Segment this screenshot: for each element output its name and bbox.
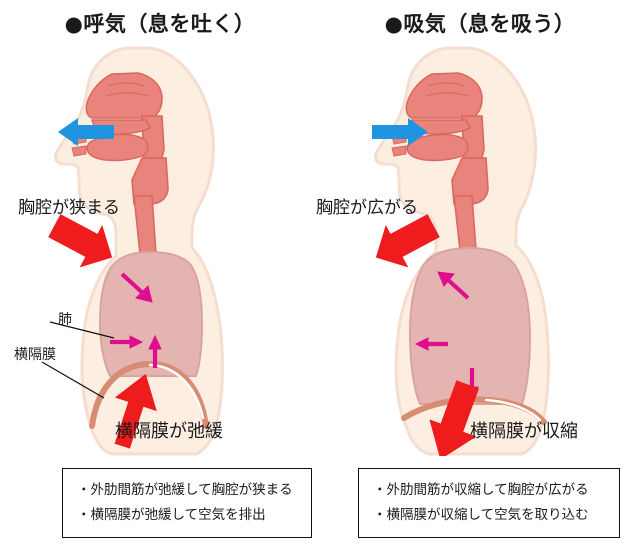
red-arrow-diaphragm-exhale [107, 373, 157, 449]
panel-exhale-title: ●呼気（息を吐く） [64, 12, 256, 36]
tongue-exhale [86, 133, 149, 162]
panel-exhale: ●呼気（息を吐く） [14, 12, 256, 456]
label-chest-narrows: 胸腔が狭まる [18, 198, 120, 218]
blue-arrow-right-inhale [372, 118, 428, 146]
nasal-concha-exhale [105, 82, 149, 97]
red-arrow-diaphragm-inhale [429, 380, 479, 456]
caption-exhale-line-1: ・外肋間筋が弛緩して胸腔が狭まる [77, 482, 293, 498]
diaphragm-highlight-inhale [484, 398, 542, 422]
caption-inhale-line-2: ・横隔膜が収縮して空気を取り込む [373, 506, 589, 523]
tongue-inhale [406, 133, 469, 162]
label-lung: 肺 [58, 312, 72, 328]
inhale-anatomy-figure [374, 46, 550, 456]
red-arrow-chest-inhale [375, 214, 440, 268]
label-diaphragm-contracts: 横隔膜が収縮 [470, 421, 578, 442]
magenta-arrow-right-exhale [110, 335, 144, 349]
panel-inhale-title: ●吸気（息を吸う） [384, 12, 576, 36]
caption-box-inhale: ・外肋間筋が収縮して胸腔が広がる ・横隔膜が収縮して空気を取り込む [358, 468, 620, 538]
diaphragm-highlight-exhale [148, 363, 205, 420]
magenta-arrow-up-exhale [148, 334, 162, 368]
nasal-concha-inhale [425, 82, 469, 97]
magenta-arrow-diagonal-exhale [120, 272, 153, 303]
caption-exhale-line-2: ・横隔膜が弛緩して空気を排出 [77, 506, 266, 523]
label-diaphragm: 横隔膜 [14, 347, 56, 363]
label-chest-expands: 胸腔が広がる [316, 198, 418, 218]
panel-inhale: ●吸気（息を吸う） [320, 0, 640, 550]
exhale-anatomy-figure [41, 46, 224, 456]
caption-inhale-line-1: ・外肋間筋が収縮して胸腔が広がる [373, 482, 589, 498]
red-arrow-chest-exhale [48, 214, 113, 268]
magenta-arrow-diagonal-inhale [437, 271, 470, 300]
blue-arrow-left-exhale [58, 118, 114, 146]
label-diaphragm-relaxes: 横隔膜が弛緩 [115, 421, 223, 442]
leader-line-lung-exhale [49, 321, 115, 339]
leader-line-diaphragm-exhale [41, 361, 105, 399]
lung-exhale [98, 250, 204, 377]
magenta-arrow-left-inhale [414, 337, 448, 351]
caption-box-exhale: ・外肋間筋が弛緩して胸腔が狭まる ・横隔膜が弛緩して空気を排出 [62, 468, 312, 538]
